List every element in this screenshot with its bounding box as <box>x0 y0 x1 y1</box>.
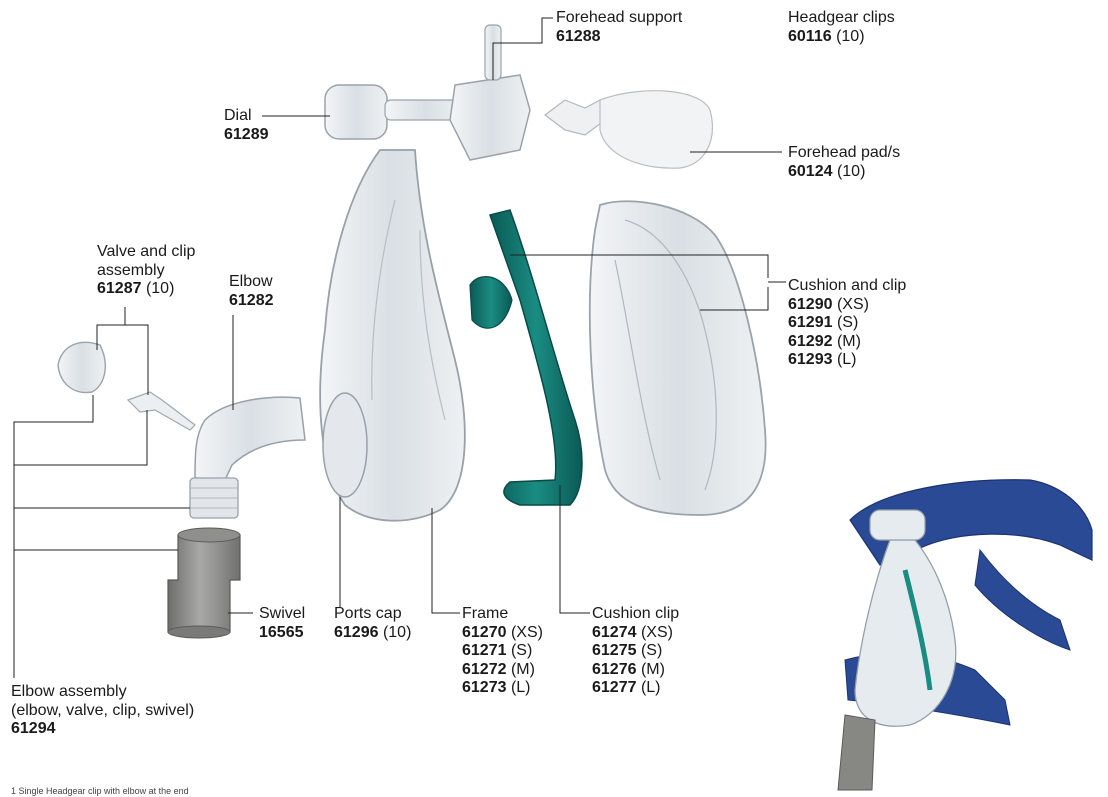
part-code: 60124 <box>788 163 833 180</box>
part-code: 61289 <box>224 126 269 145</box>
label-forehead-pad: Forehead pad/s 60124 (10) <box>788 144 900 181</box>
ports-cap-part <box>323 393 367 497</box>
part-name-cont: (elbow, valve, clip, swivel) <box>11 702 194 721</box>
part-size: (M) <box>837 333 861 350</box>
part-name: Dial <box>224 107 269 126</box>
part-code: 60116 <box>788 28 832 45</box>
part-name: Forehead support <box>556 9 682 28</box>
part-code: 61292 <box>788 333 833 350</box>
label-elbow: Elbow 61282 <box>229 273 274 310</box>
part-size: (S) <box>511 642 532 659</box>
part-size: (M) <box>511 661 535 678</box>
part-code: 61274 <box>592 624 637 641</box>
part-name: Cushion clip <box>592 605 679 624</box>
part-size: (L) <box>641 679 661 696</box>
leader-valve-clip-right <box>125 325 148 395</box>
part-code: 61277 <box>592 679 637 696</box>
part-quantity: (10) <box>146 280 174 297</box>
part-name: Headgear clips <box>788 9 895 28</box>
part-code: 61271 <box>462 642 507 659</box>
part-code: 61294 <box>11 720 194 739</box>
part-size: (S) <box>837 314 858 331</box>
part-name: Forehead pad/s <box>788 144 900 163</box>
part-size: (S) <box>641 642 662 659</box>
label-elbow-assembly: Elbow assembly (elbow, valve, clip, swiv… <box>11 683 194 739</box>
leader-elbow-assembly <box>14 395 93 678</box>
part-code: 61275 <box>592 642 637 659</box>
part-code: 61296 <box>334 624 379 641</box>
leader-frame <box>432 508 460 613</box>
forehead-support-part <box>325 25 530 160</box>
assembled-mask-photo <box>838 480 1092 790</box>
part-name: Swivel <box>259 605 305 624</box>
part-size: (L) <box>837 351 857 368</box>
elbow-part <box>190 397 305 518</box>
part-code: 61293 <box>788 351 833 368</box>
part-code: 61291 <box>788 314 833 331</box>
swivel-part <box>168 528 240 638</box>
part-name: Elbow assembly <box>11 683 194 702</box>
label-frame: Frame 61270 (XS) 61271 (S) 61272 (M) 612… <box>462 605 543 698</box>
forehead-pad-part <box>545 91 712 168</box>
part-code: 61282 <box>229 292 274 311</box>
label-cushion-clip: Cushion clip 61274 (XS) 61275 (S) 61276 … <box>592 605 679 698</box>
clip-part <box>128 392 195 430</box>
part-size: (XS) <box>641 624 673 641</box>
part-quantity: (10) <box>383 624 411 641</box>
cushion-clip-part <box>470 210 582 505</box>
part-quantity: (10) <box>836 28 864 45</box>
label-dial: Dial 61289 <box>224 107 269 144</box>
leader-forehead-support <box>493 18 553 80</box>
part-code: 61287 <box>97 280 142 297</box>
label-ports-cap: Ports cap 61296 (10) <box>334 605 411 642</box>
part-name: Cushion and clip <box>788 277 906 296</box>
label-cushion-and-clip: Cushion and clip 61290 (XS) 61291 (S) 61… <box>788 277 906 370</box>
cushion-part <box>590 201 766 515</box>
part-code: 61272 <box>462 661 507 678</box>
valve-part <box>58 342 105 392</box>
footnote: 1 Single Headgear clip with elbow at the… <box>11 786 189 796</box>
part-size: (XS) <box>837 296 869 313</box>
part-name: Valve and clip <box>97 243 195 262</box>
part-code: 61273 <box>462 679 507 696</box>
part-name-cont: assembly <box>97 262 195 281</box>
leader-valve-clip <box>97 307 125 350</box>
part-code: 61276 <box>592 661 637 678</box>
part-code: 61288 <box>556 28 682 47</box>
label-swivel: Swivel 16565 <box>259 605 305 642</box>
part-size: (XS) <box>511 624 543 641</box>
part-quantity: (10) <box>837 163 865 180</box>
label-forehead-support: Forehead support 61288 <box>556 9 682 46</box>
label-headgear-clips: Headgear clips 60116 (10) <box>788 9 895 46</box>
part-name: Ports cap <box>334 605 411 624</box>
leader-ea-clip <box>14 410 147 465</box>
part-code: 16565 <box>259 624 305 643</box>
part-code: 61290 <box>788 296 833 313</box>
part-code: 61270 <box>462 624 507 641</box>
part-size: (M) <box>641 661 665 678</box>
part-name: Elbow <box>229 273 274 292</box>
label-valve-clip-assembly: Valve and clip assembly 61287 (10) <box>97 243 195 299</box>
part-size: (L) <box>511 679 531 696</box>
part-name: Frame <box>462 605 543 624</box>
